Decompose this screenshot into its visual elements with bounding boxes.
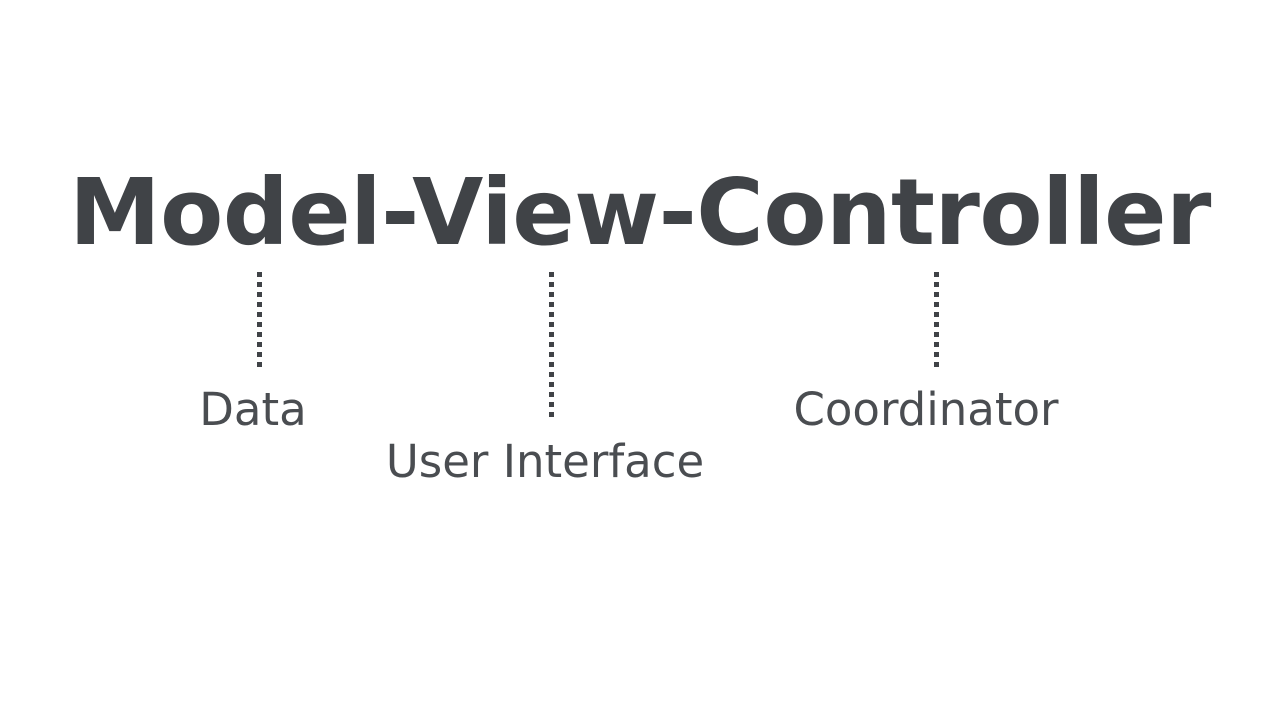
label-model-data: Data — [199, 383, 307, 436]
page-title: Model-View-Controller — [69, 159, 1211, 266]
connector-line-view — [549, 272, 554, 418]
label-controller-coordinator: Coordinator — [793, 383, 1059, 436]
label-view-user-interface: User Interface — [385, 435, 705, 488]
connector-line-model — [257, 272, 262, 368]
connector-line-controller — [934, 272, 939, 368]
